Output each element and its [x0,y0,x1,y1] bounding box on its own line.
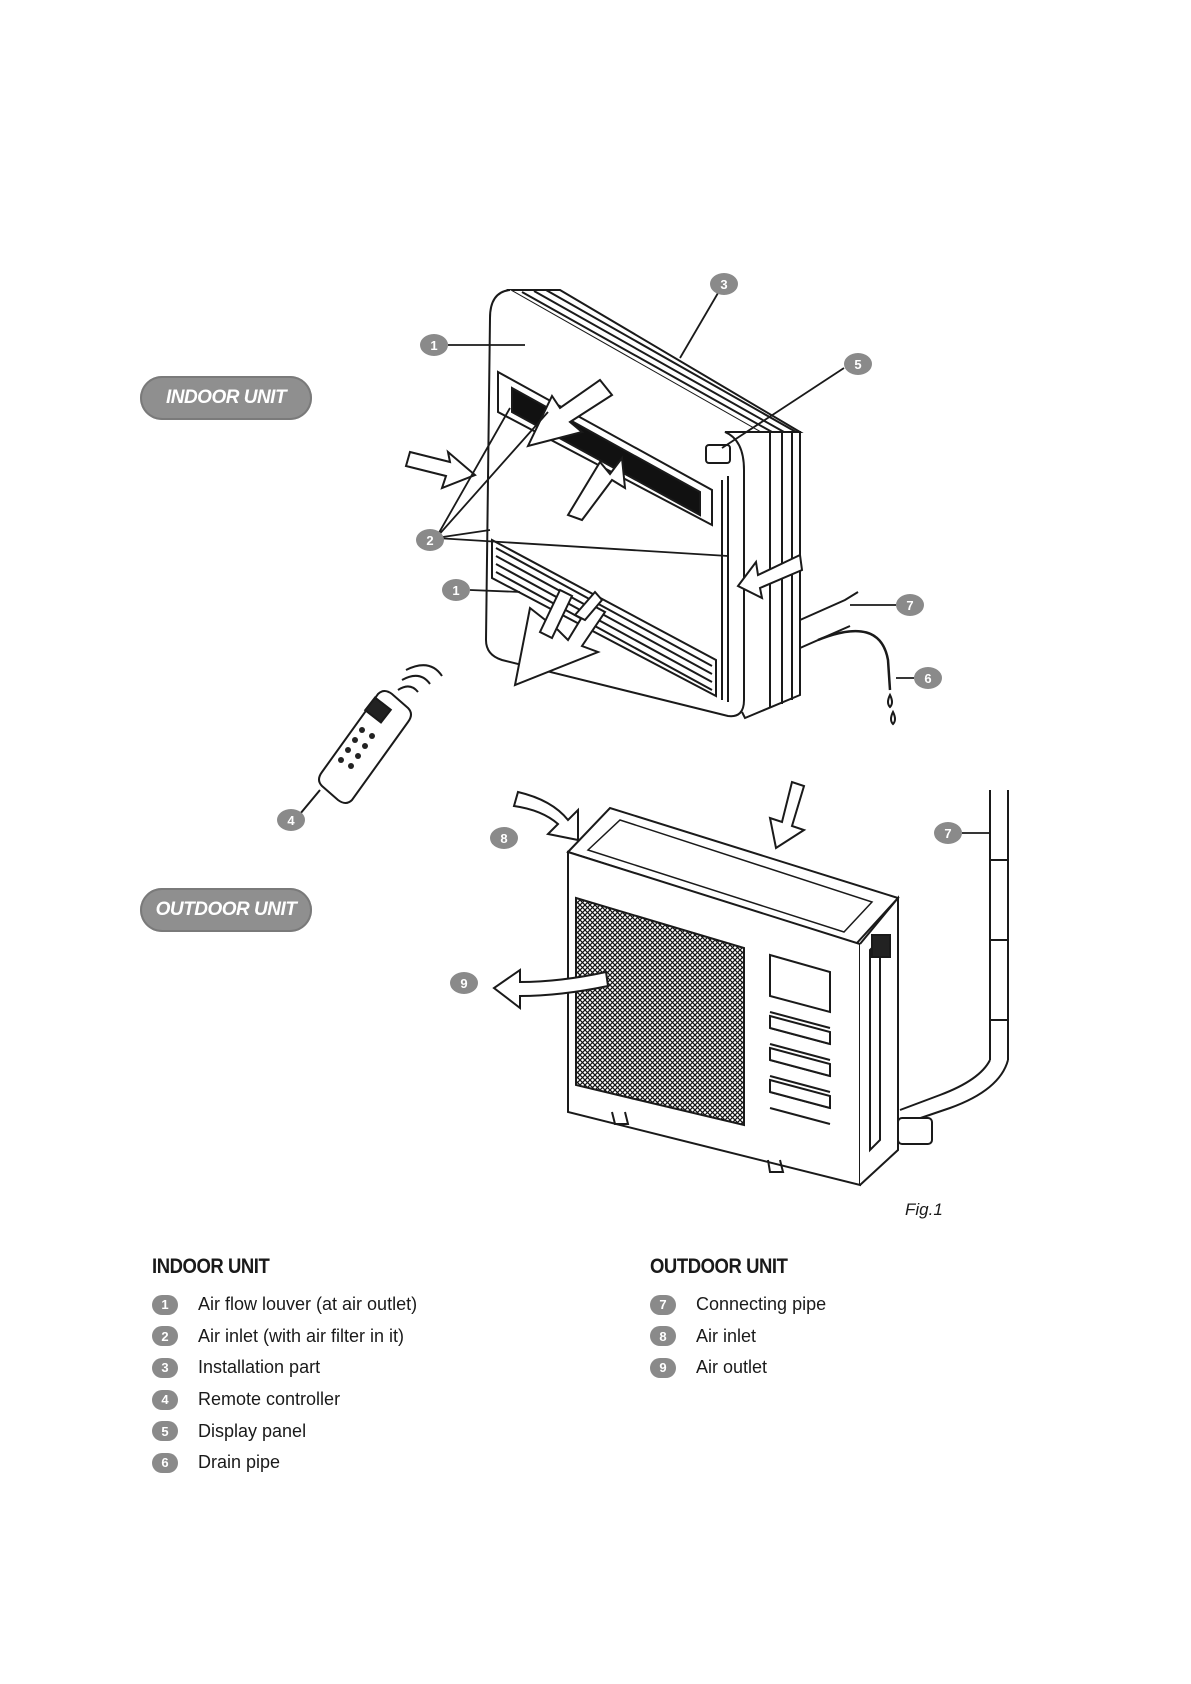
svg-text:1: 1 [452,583,459,598]
remote-controller-icon [295,665,442,820]
callout-7-indoor: 7 [896,594,924,616]
legend-badge: 4 [152,1390,178,1410]
legend-text: Installation part [198,1357,320,1378]
svg-text:5: 5 [854,357,861,372]
svg-text:3: 3 [720,277,727,292]
legend-item: 9 Air outlet [650,1352,826,1384]
legend-item: 5 Display panel [152,1415,417,1447]
legend-item: 2 Air inlet (with air filter in it) [152,1321,417,1353]
legend-text: Air flow louver (at air outlet) [198,1294,417,1315]
legend-badge: 2 [152,1326,178,1346]
legend-text: Remote controller [198,1389,340,1410]
legend-badge: 9 [650,1358,676,1378]
legend-text: Connecting pipe [696,1294,826,1315]
svg-text:1: 1 [430,338,437,353]
svg-text:9: 9 [460,976,467,991]
outdoor-unit [568,790,1008,1185]
legend-item: 6 Drain pipe [152,1447,417,1479]
svg-text:6: 6 [924,671,931,686]
legend-text: Air outlet [696,1357,767,1378]
legend-indoor: INDOOR UNIT 1 Air flow louver (at air out… [152,1255,417,1479]
callout-5: 5 [844,353,872,375]
legend-text: Air inlet (with air filter in it) [198,1326,404,1347]
legend-outdoor: OUTDOOR UNIT 7 Connecting pipe 8 Air inlet… [650,1255,826,1384]
callout-3: 3 [710,273,738,295]
legend-item: 4 Remote controller [152,1384,417,1416]
callout-4: 4 [277,809,305,831]
legend-badge: 5 [152,1421,178,1441]
legend-text: Drain pipe [198,1452,280,1473]
callout-9: 9 [450,972,478,994]
callout-7-outdoor: 7 [934,822,962,844]
callout-1-upper: 1 [420,334,448,356]
svg-text:2: 2 [426,533,433,548]
svg-text:8: 8 [500,831,507,846]
legend-badge: 8 [650,1326,676,1346]
callout-6: 6 [914,667,942,689]
legend-badge: 3 [152,1358,178,1378]
legend-badge: 6 [152,1453,178,1473]
legend-item: 1 Air flow louver (at air outlet) [152,1289,417,1321]
callout-2: 2 [416,529,444,551]
legend-item: 8 Air inlet [650,1321,826,1353]
outdoor-unit-pill: OUTDOOR UNIT [140,888,312,932]
callout-1-lower: 1 [442,579,470,601]
svg-text:7: 7 [906,598,913,613]
legend-item: 7 Connecting pipe [650,1289,826,1321]
legend-item: 3 Installation part [152,1352,417,1384]
svg-text:7: 7 [944,826,951,841]
legend-text: Air inlet [696,1326,756,1347]
svg-text:4: 4 [287,813,295,828]
legend-text: Display panel [198,1421,306,1442]
callout-8: 8 [490,827,518,849]
figure-caption: Fig.1 [905,1200,943,1220]
legend-indoor-title: INDOOR UNIT [152,1255,385,1279]
legend-badge: 1 [152,1295,178,1315]
legend-outdoor-title: OUTDOOR UNIT [650,1255,805,1279]
legend-badge: 7 [650,1295,676,1315]
indoor-unit-pill: INDOOR UNIT [140,376,312,420]
